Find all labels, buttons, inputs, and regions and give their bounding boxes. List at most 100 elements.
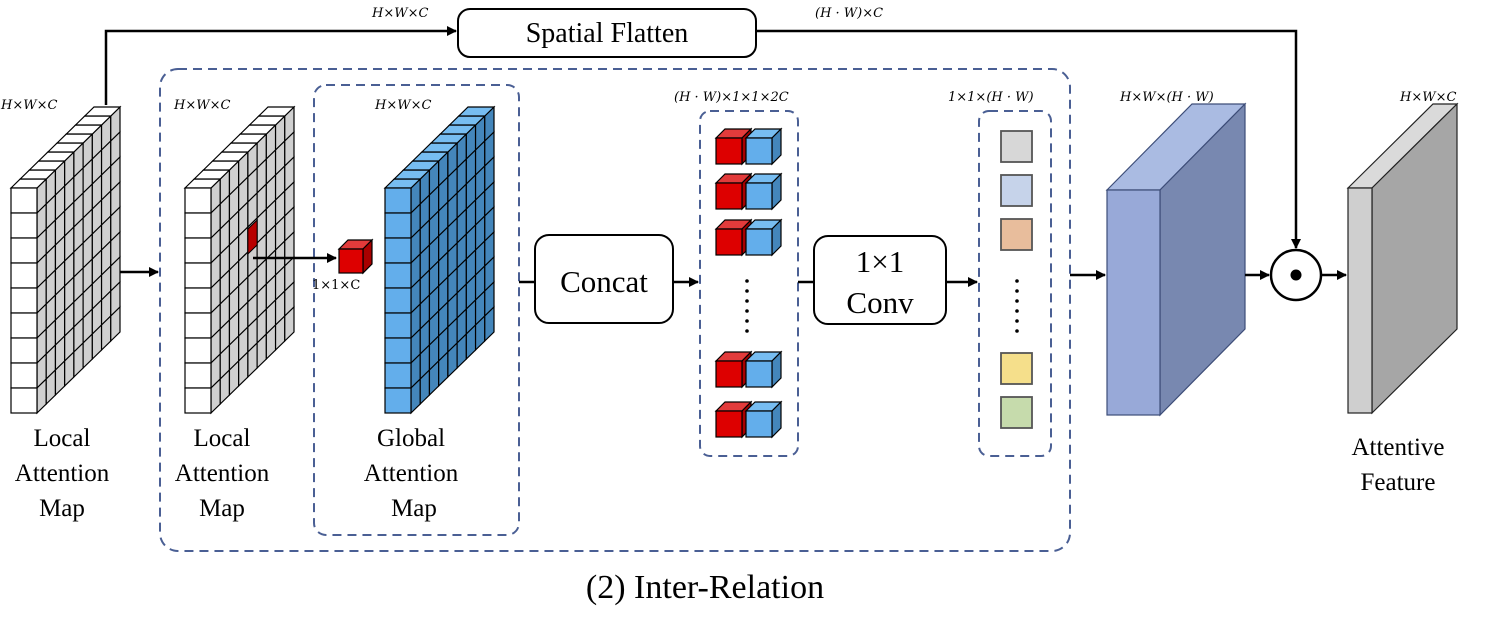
cube-front xyxy=(338,248,364,274)
front-cell xyxy=(10,212,38,239)
global-map-dims: H×W×C xyxy=(374,98,431,113)
output-front-face xyxy=(1347,187,1373,414)
affinity-front-face xyxy=(1106,189,1161,416)
skip-path-to-flatten xyxy=(104,26,457,105)
front-cell xyxy=(10,387,38,414)
diagram-caption: (2) Inter-Relation xyxy=(586,569,824,606)
pairs-stack-group xyxy=(699,110,799,457)
dot xyxy=(1015,329,1019,333)
front-cell xyxy=(10,312,38,339)
cube-front xyxy=(715,360,743,388)
input-map-label-3: Map xyxy=(39,495,85,522)
red-cube xyxy=(337,238,374,275)
local-map-dims: H×W×C xyxy=(173,98,230,113)
dot xyxy=(1015,289,1019,293)
global-attention-group xyxy=(313,84,520,536)
pair-item xyxy=(714,350,783,389)
front-cell xyxy=(10,237,38,264)
output-dims: H×W×C xyxy=(1399,90,1456,105)
pixel-vector-cube xyxy=(337,238,374,275)
local-map-label-2: Attention xyxy=(175,460,270,487)
cube-front xyxy=(745,410,773,438)
front-cell xyxy=(384,212,412,239)
front-cell xyxy=(10,362,38,389)
side-cell xyxy=(284,305,295,343)
conv-box xyxy=(813,235,947,325)
relation-swatch xyxy=(1000,218,1033,251)
relation-vector-group xyxy=(978,110,1052,457)
input-map-label-1: Local xyxy=(34,425,91,452)
attentive-feature-volume xyxy=(1346,102,1459,415)
pair-blue-cube xyxy=(744,127,783,166)
front-cell xyxy=(10,337,38,364)
dot xyxy=(745,309,749,313)
dot xyxy=(745,329,749,333)
spatial-flatten-label: Spatial Flatten xyxy=(526,18,689,49)
flatten-to-hadamard xyxy=(756,29,1301,249)
dot xyxy=(1015,299,1019,303)
global-attention-map xyxy=(383,105,496,415)
global-map-label-3: Map xyxy=(391,495,437,522)
top-cell xyxy=(457,106,496,117)
input-map-label-2: Attention xyxy=(15,460,110,487)
pairs-ellipsis-icon xyxy=(745,279,749,333)
front-cell xyxy=(184,362,212,389)
affinity-volume-dims: H×W×(H · W) xyxy=(1119,90,1214,105)
front-cell xyxy=(10,187,38,214)
concat-box xyxy=(534,234,674,324)
front-cell xyxy=(184,212,212,239)
cube-front xyxy=(745,228,773,256)
dot xyxy=(745,289,749,293)
relation-swatch xyxy=(1000,352,1033,385)
relation-vector-dims: 1×1×(H · W) xyxy=(948,90,1034,105)
affinity-volume xyxy=(1105,102,1247,417)
cube-front xyxy=(745,182,773,210)
dot xyxy=(1015,319,1019,323)
relation-vector-swatches xyxy=(1000,130,1033,429)
conv-label-line1: 1×1 xyxy=(856,244,904,279)
side-cell xyxy=(110,305,121,343)
cube-front xyxy=(715,182,743,210)
hadamard-product-icon xyxy=(1269,248,1323,302)
pair-blue-cube xyxy=(744,350,783,389)
cube-front xyxy=(745,137,773,165)
cube-front xyxy=(745,360,773,388)
front-cell xyxy=(384,262,412,289)
front-cell xyxy=(184,387,212,414)
relation-swatch xyxy=(1000,174,1033,207)
selected-pixel xyxy=(247,218,258,256)
pair-blue-cube xyxy=(744,218,783,257)
output-label-2: Feature xyxy=(1361,469,1436,496)
dot xyxy=(1015,309,1019,313)
local-map-label-3: Map xyxy=(199,495,245,522)
front-cell xyxy=(384,362,412,389)
front-cell xyxy=(184,312,212,339)
dot xyxy=(745,279,749,283)
front-cell xyxy=(184,262,212,289)
front-cell xyxy=(384,337,412,364)
front-cell xyxy=(184,337,212,364)
input-local-attention-map xyxy=(9,105,122,415)
pixel-vector-dims: 1×1×C xyxy=(312,278,360,293)
concat-pairs-stack xyxy=(714,127,783,439)
front-cell xyxy=(384,237,412,264)
dot xyxy=(1015,279,1019,283)
swatch-ellipsis-icon xyxy=(1015,279,1019,333)
cube-front xyxy=(715,228,743,256)
side-cell xyxy=(484,305,495,343)
flatten-input-dims: H×W×C xyxy=(371,6,428,21)
front-cell xyxy=(384,287,412,314)
output-label-1: Attentive xyxy=(1351,434,1444,461)
pair-item xyxy=(714,172,783,211)
cube-front xyxy=(715,137,743,165)
top-cell xyxy=(257,106,296,117)
pair-item xyxy=(714,218,783,257)
pair-blue-cube xyxy=(744,400,783,439)
pair-item xyxy=(714,400,783,439)
output-side-face xyxy=(1371,102,1458,415)
front-cell xyxy=(184,187,212,214)
front-cell xyxy=(384,187,412,214)
global-map-label-2: Attention xyxy=(364,460,459,487)
front-cell xyxy=(184,237,212,264)
